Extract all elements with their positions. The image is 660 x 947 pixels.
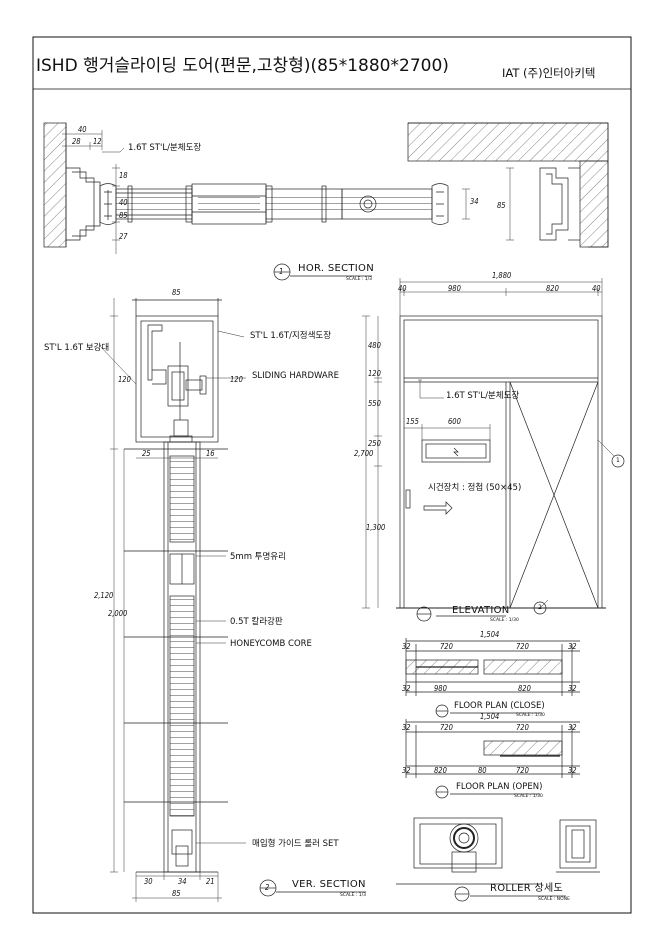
elevation-title: ELEVATION — [452, 605, 510, 616]
hor-section-scale: SCALE : 1/3 — [346, 277, 373, 282]
dim-text: 550 — [368, 399, 381, 408]
dim-text: 32 — [402, 684, 411, 693]
dim-text: 480 — [368, 341, 381, 350]
ver-note-hardware: SLIDING HARDWARE — [252, 371, 340, 381]
dim-text: 820 — [546, 284, 559, 293]
dim-text: 600 — [448, 417, 461, 426]
floor-close-bubble — [435, 704, 542, 718]
dim-text: 18 — [119, 171, 128, 180]
ver-section-scale: SCALE : 1/3 — [340, 893, 367, 898]
dim-text: 32 — [402, 723, 411, 732]
dim-text: 1,504 — [480, 630, 500, 639]
dim-text: 32 — [568, 766, 577, 775]
drawing-title: ISHD 행거슬라이딩 도어(편문,고창형)(85*1880*2700) — [36, 56, 449, 76]
sheet-frame — [32, 36, 632, 914]
floor-close-title: FLOOR PLAN (CLOSE) — [454, 701, 545, 711]
roller-bubble — [454, 886, 566, 902]
dim-text: 85 — [497, 201, 506, 210]
dim-text: 28 — [72, 137, 81, 146]
ver-note-roller: 매입형 가이드 롤러 SET — [252, 839, 339, 849]
dim-text: 32 — [402, 642, 411, 651]
dim-text: 32 — [402, 766, 411, 775]
elevation-bubble — [416, 454, 625, 622]
dim-text: 40 — [398, 284, 407, 293]
ver-section-title: VER. SECTION — [292, 879, 366, 890]
dim-text: 80 — [478, 766, 487, 775]
dim-text: 120 — [368, 369, 381, 378]
dim-text: 85 — [172, 889, 181, 898]
roller-detail-drawing — [396, 817, 600, 885]
dim-text: 720 — [516, 723, 529, 732]
ver-note-reinforce: ST'L 1.6T 보강대 — [44, 343, 110, 353]
floor-open-scale: SCALE : 1/30 — [514, 794, 543, 799]
ver-note-honeycomb: HONEYCOMB CORE — [230, 639, 312, 649]
dim-text: 85 — [119, 211, 128, 220]
bubble-text: 2 — [538, 604, 542, 611]
dim-text: 720 — [440, 642, 453, 651]
dim-text: 820 — [434, 766, 447, 775]
dim-text: 720 — [516, 766, 529, 775]
dim-text: 980 — [434, 684, 447, 693]
dim-text: 720 — [440, 723, 453, 732]
dim-text: 32 — [568, 723, 577, 732]
dim-text: 250 — [368, 439, 381, 448]
dim-text: 32 — [568, 642, 577, 651]
dim-text: 980 — [448, 284, 461, 293]
dim-text: 12 — [93, 137, 102, 146]
ver-note-color-plate: 0.5T 칼라강판 — [230, 617, 283, 627]
ver-section-bubble — [259, 879, 366, 897]
floor-open-title: FLOOR PLAN (OPEN) — [456, 782, 543, 792]
company-name: IAT (주)인터아키텍 — [502, 66, 596, 80]
ver-note-glass: 5mm 투명유리 — [230, 552, 286, 562]
elevation-dimlines — [362, 278, 615, 609]
dim-text: 27 — [119, 232, 128, 241]
dim-text: 40 — [592, 284, 601, 293]
hor-section-title: HOR. SECTION — [298, 263, 374, 274]
bubble-text: 2 — [265, 883, 270, 892]
elevation-note-lock: 시건장치 : 정첩 (50×45) — [428, 483, 522, 493]
dim-text: 1,880 — [492, 271, 512, 280]
dim-text: 820 — [518, 684, 531, 693]
dim-text: 2,700 — [354, 449, 374, 458]
dim-text: 25 — [142, 449, 151, 458]
dim-text: 16 — [206, 449, 215, 458]
dim-text: 120 — [118, 375, 131, 384]
dim-text: 34 — [470, 197, 479, 206]
hor-section-bubble — [273, 263, 372, 281]
hor-section-dimlines — [62, 130, 514, 254]
dim-text: 21 — [206, 877, 215, 886]
floor-open-bubble — [435, 785, 540, 799]
elevation-scale: SCALE : 1/30 — [490, 618, 519, 623]
dim-text: 1,300 — [366, 523, 386, 532]
dim-text: 2,120 — [94, 591, 114, 600]
ver-section-drawing — [124, 298, 228, 873]
floor-plan-open-drawing — [405, 719, 580, 778]
dim-text: 40 — [119, 198, 128, 207]
floor-close-scale: SCALE : 1/30 — [516, 713, 545, 718]
dim-text: 85 — [172, 288, 181, 297]
dim-text: 34 — [178, 877, 187, 886]
ver-section-dimlines — [99, 298, 246, 902]
dim-text: 32 — [568, 684, 577, 693]
dim-text: 30 — [144, 877, 153, 886]
elevation-note-frame: 1.6T ST'L/분체도장 — [446, 391, 520, 401]
dim-text: 1,504 — [480, 712, 500, 721]
dim-text: 155 — [406, 417, 419, 426]
bubble-text: 1 — [616, 457, 620, 464]
roller-title: ROLLER 상세도 — [490, 883, 564, 894]
dim-text: 720 — [516, 642, 529, 651]
hor-section-drawing — [43, 122, 609, 248]
roller-scale: SCALE : NONE — [538, 897, 570, 902]
elevation-drawing — [396, 315, 606, 609]
ver-note-stl-paint: ST'L 1.6T/지정색도장 — [250, 331, 332, 341]
bubble-text: 1 — [279, 267, 284, 276]
floor-plan-close-drawing — [405, 638, 580, 696]
dim-text: 2,000 — [108, 609, 128, 618]
dim-text: 120 — [230, 375, 243, 384]
dim-text: 40 — [78, 125, 87, 134]
hor-note: 1.6T ST'L/분체도장 — [128, 143, 202, 153]
